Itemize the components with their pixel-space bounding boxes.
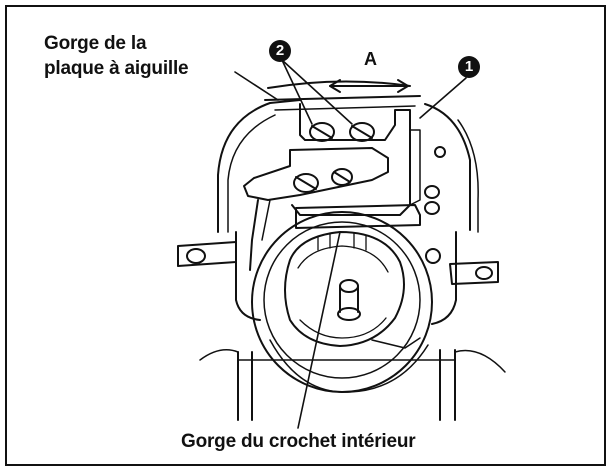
casting-arch [217, 80, 479, 233]
left-lug [177, 231, 261, 321]
label-needle-plate-groove-line1: Gorge de la [44, 33, 147, 54]
needle-plate [264, 95, 446, 158]
centre-post [337, 279, 361, 321]
callout-badge-1: 1 [458, 56, 480, 78]
screws [293, 122, 440, 215]
rotary-hook [251, 211, 433, 393]
label-needle-plate-groove-line2: plaque à aiguille [44, 58, 189, 79]
opener-arm [243, 147, 389, 271]
diagram-frame [5, 5, 606, 466]
callout-badge-2: 2 [269, 40, 291, 62]
direction-arrow [329, 79, 409, 93]
right-lug [425, 231, 499, 325]
label-direction-a: A [364, 49, 377, 69]
inner-hook [284, 231, 421, 349]
machine-base [199, 349, 506, 421]
label-inner-hook-groove: Gorge du crochet intérieur [181, 431, 416, 452]
leader-lines [234, 59, 467, 429]
